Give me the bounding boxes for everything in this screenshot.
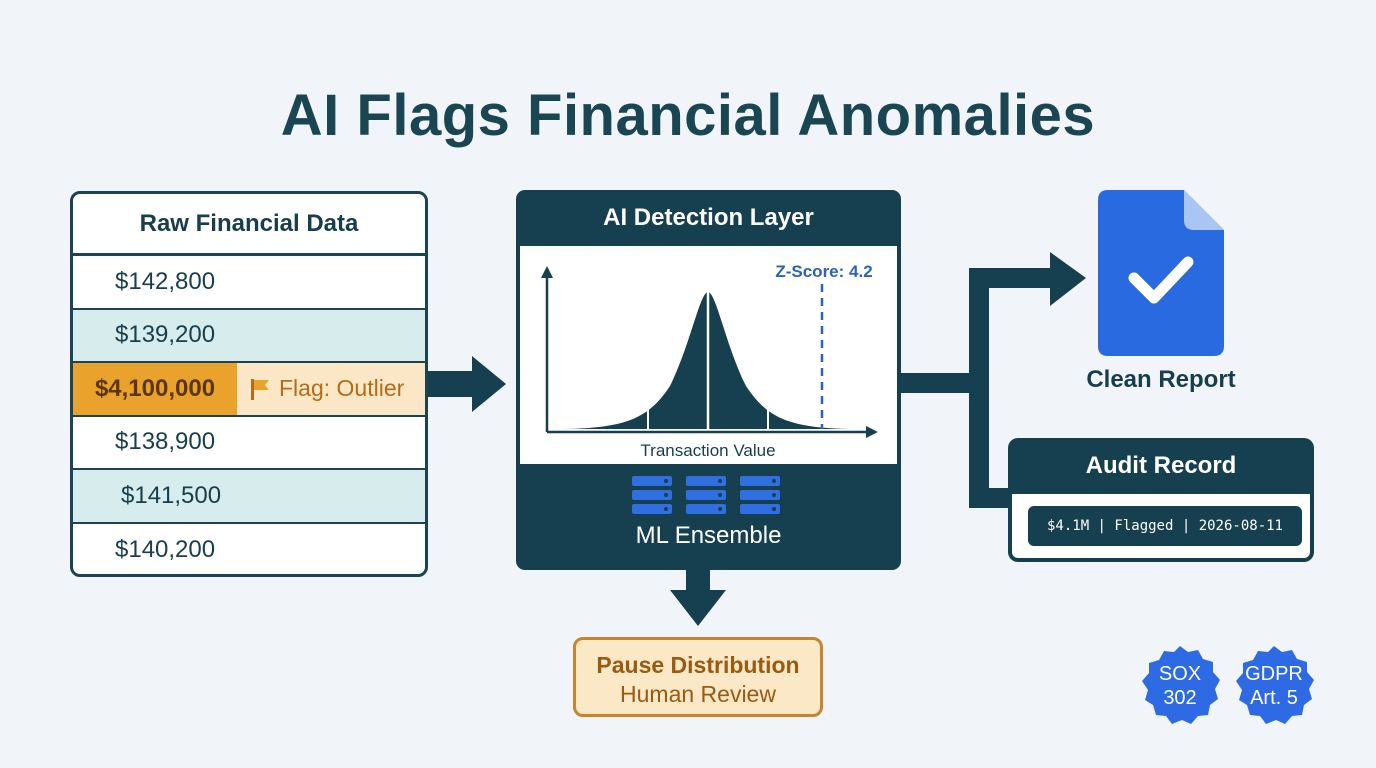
row-value: $138,900 — [115, 428, 216, 456]
row-value: $139,200 — [115, 321, 216, 349]
table-row: $139,200 — [73, 309, 425, 363]
connector-to-report — [969, 268, 1055, 288]
raw-data-table: Raw Financial Data $142,800 $139,200 $4,… — [70, 191, 428, 577]
server-icon — [686, 476, 726, 514]
badge-line-1: SOX — [1158, 663, 1202, 685]
connector-ai-out — [901, 373, 983, 393]
flag-icon — [251, 378, 269, 400]
arrow-shaft-table-to-ai — [428, 371, 476, 397]
flagged-value: $4,100,000 — [73, 363, 237, 415]
row-value: $142,800 — [115, 267, 216, 295]
audit-record-body: $4.1M | Flagged | 2026-08-11 — [1012, 494, 1310, 558]
bell-curve-svg: Z-Score: 4.2 Transaction Value — [541, 262, 878, 460]
compliance-badge-sox: SOX 302 — [1138, 644, 1222, 728]
table-row: $141,500 — [73, 470, 425, 524]
badge-line-2: 302 — [1163, 687, 1197, 709]
server-icon — [632, 476, 672, 514]
connector-vertical — [969, 268, 989, 508]
arrow-head-to-report — [1050, 252, 1086, 306]
diagram-title: AI Flags Financial Anomalies — [280, 83, 1096, 148]
ai-panel-title: AI Detection Layer — [603, 204, 814, 231]
seal-icon — [1142, 646, 1220, 724]
x-axis-arrow — [866, 426, 878, 438]
distribution-chart: Z-Score: 4.2 Transaction Value — [520, 246, 897, 464]
flag-label: Flag: Outlier — [279, 375, 405, 402]
arrow-head-table-to-ai — [472, 356, 506, 412]
badge-line-2: Art. 5 — [1250, 687, 1298, 709]
table-row-flagged: $4,100,000 Flag: Outlier — [73, 363, 425, 417]
audit-record-title: Audit Record — [1085, 452, 1237, 479]
server-group — [632, 476, 780, 514]
row-value: $140,200 — [115, 536, 216, 564]
pause-distribution-box: Pause Distribution Human Review — [573, 637, 823, 717]
audit-record-panel: Audit Record $4.1M | Flagged | 2026-08-1… — [1008, 438, 1314, 562]
server-icon — [740, 476, 780, 514]
badge-line-1: GDPR — [1245, 663, 1303, 685]
seal-icon — [1236, 646, 1314, 724]
document-check-icon — [1098, 190, 1224, 356]
arrow-head-to-pause — [670, 590, 726, 626]
pause-subtitle: Human Review — [620, 681, 776, 707]
ai-detection-panel: AI Detection Layer Z-Score: 4.2 Transact… — [516, 190, 901, 570]
flag-note: Flag: Outlier — [237, 375, 404, 402]
clean-report-label: Clean Report — [1086, 366, 1236, 393]
table-row: $140,200 — [73, 524, 425, 575]
pause-title: Pause Distribution — [596, 652, 800, 678]
row-value: $141,500 — [121, 481, 222, 509]
table-row: $138,900 — [73, 417, 425, 470]
ai-panel-subtitle: ML Ensemble — [635, 522, 782, 549]
audit-entry: $4.1M | Flagged | 2026-08-11 — [1028, 506, 1302, 546]
compliance-badge-gdpr: GDPR Art. 5 — [1232, 644, 1316, 728]
raw-data-header: Raw Financial Data — [73, 194, 425, 256]
connector-to-audit — [969, 488, 1011, 508]
x-axis-label: Transaction Value — [640, 441, 775, 460]
zscore-label: Z-Score: 4.2 — [775, 262, 872, 281]
table-row: $142,800 — [73, 256, 425, 310]
y-axis-arrow — [541, 266, 553, 278]
